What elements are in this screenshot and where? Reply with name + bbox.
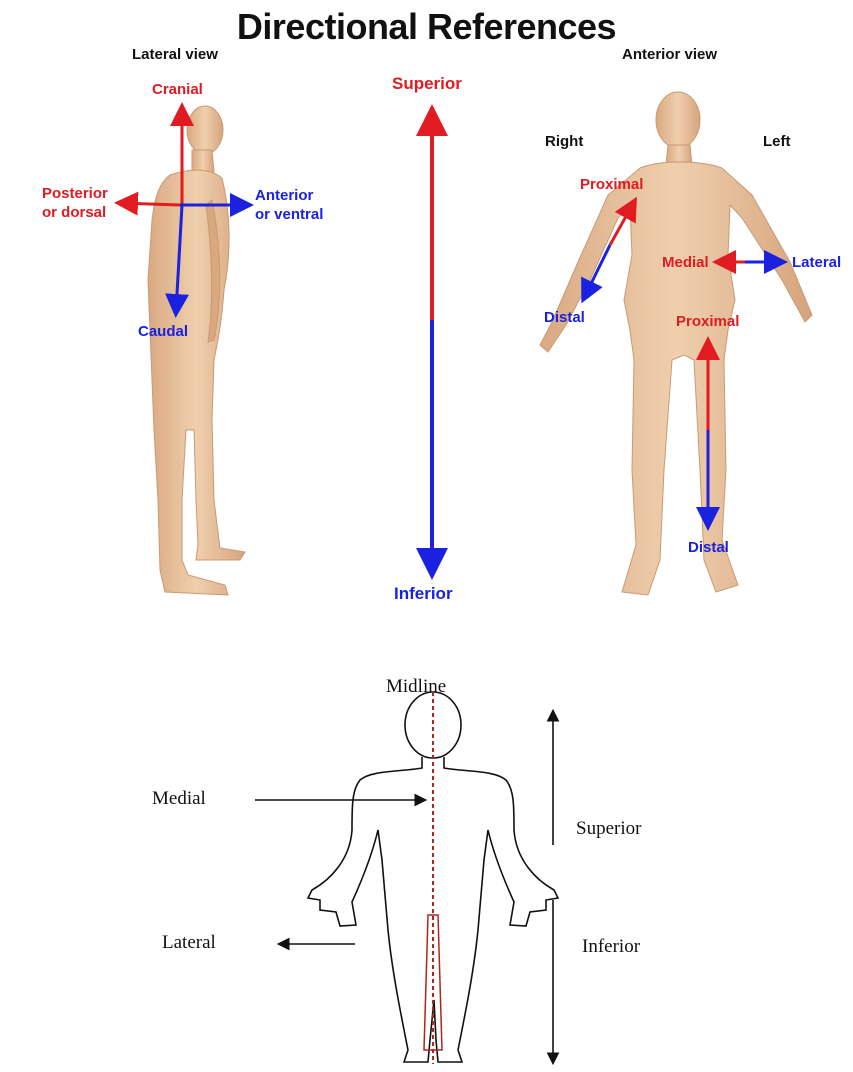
superior-label: Superior [392, 74, 462, 93]
posterior-label-line1: Posterior [42, 184, 108, 203]
anterior-label-line2: or ventral [255, 205, 323, 224]
outline-superior-label: Superior [576, 818, 641, 840]
lateral-view-label: Lateral view [132, 46, 218, 63]
leg-proximal-label: Proximal [676, 312, 739, 331]
leg-distal-label: Distal [688, 538, 729, 557]
posterior-arrow [120, 203, 180, 205]
lateral-body-figure [148, 106, 245, 595]
arm-proximal-label: Proximal [580, 175, 643, 194]
outline-medial-label: Medial [152, 788, 206, 810]
anterior-view-label: Anterior view [622, 46, 717, 63]
posterior-label-line2: or dorsal [42, 203, 106, 222]
arm-distal-label: Distal [544, 308, 585, 327]
midline-label: Midline [386, 676, 446, 698]
outline-inferior-label: Inferior [582, 936, 640, 958]
inferior-label: Inferior [394, 584, 453, 603]
medial-label: Medial [662, 253, 709, 272]
outline-lateral-label: Lateral [162, 932, 216, 954]
right-side-label: Right [545, 133, 583, 150]
page-title: Directional References [0, 6, 853, 48]
anterior-label-line1: Anterior [255, 186, 313, 205]
caudal-label: Caudal [138, 322, 188, 341]
lateral-label: Lateral [792, 253, 841, 272]
anterior-body-figure [540, 92, 812, 595]
left-side-label: Left [763, 133, 791, 150]
cranial-label: Cranial [152, 80, 203, 99]
